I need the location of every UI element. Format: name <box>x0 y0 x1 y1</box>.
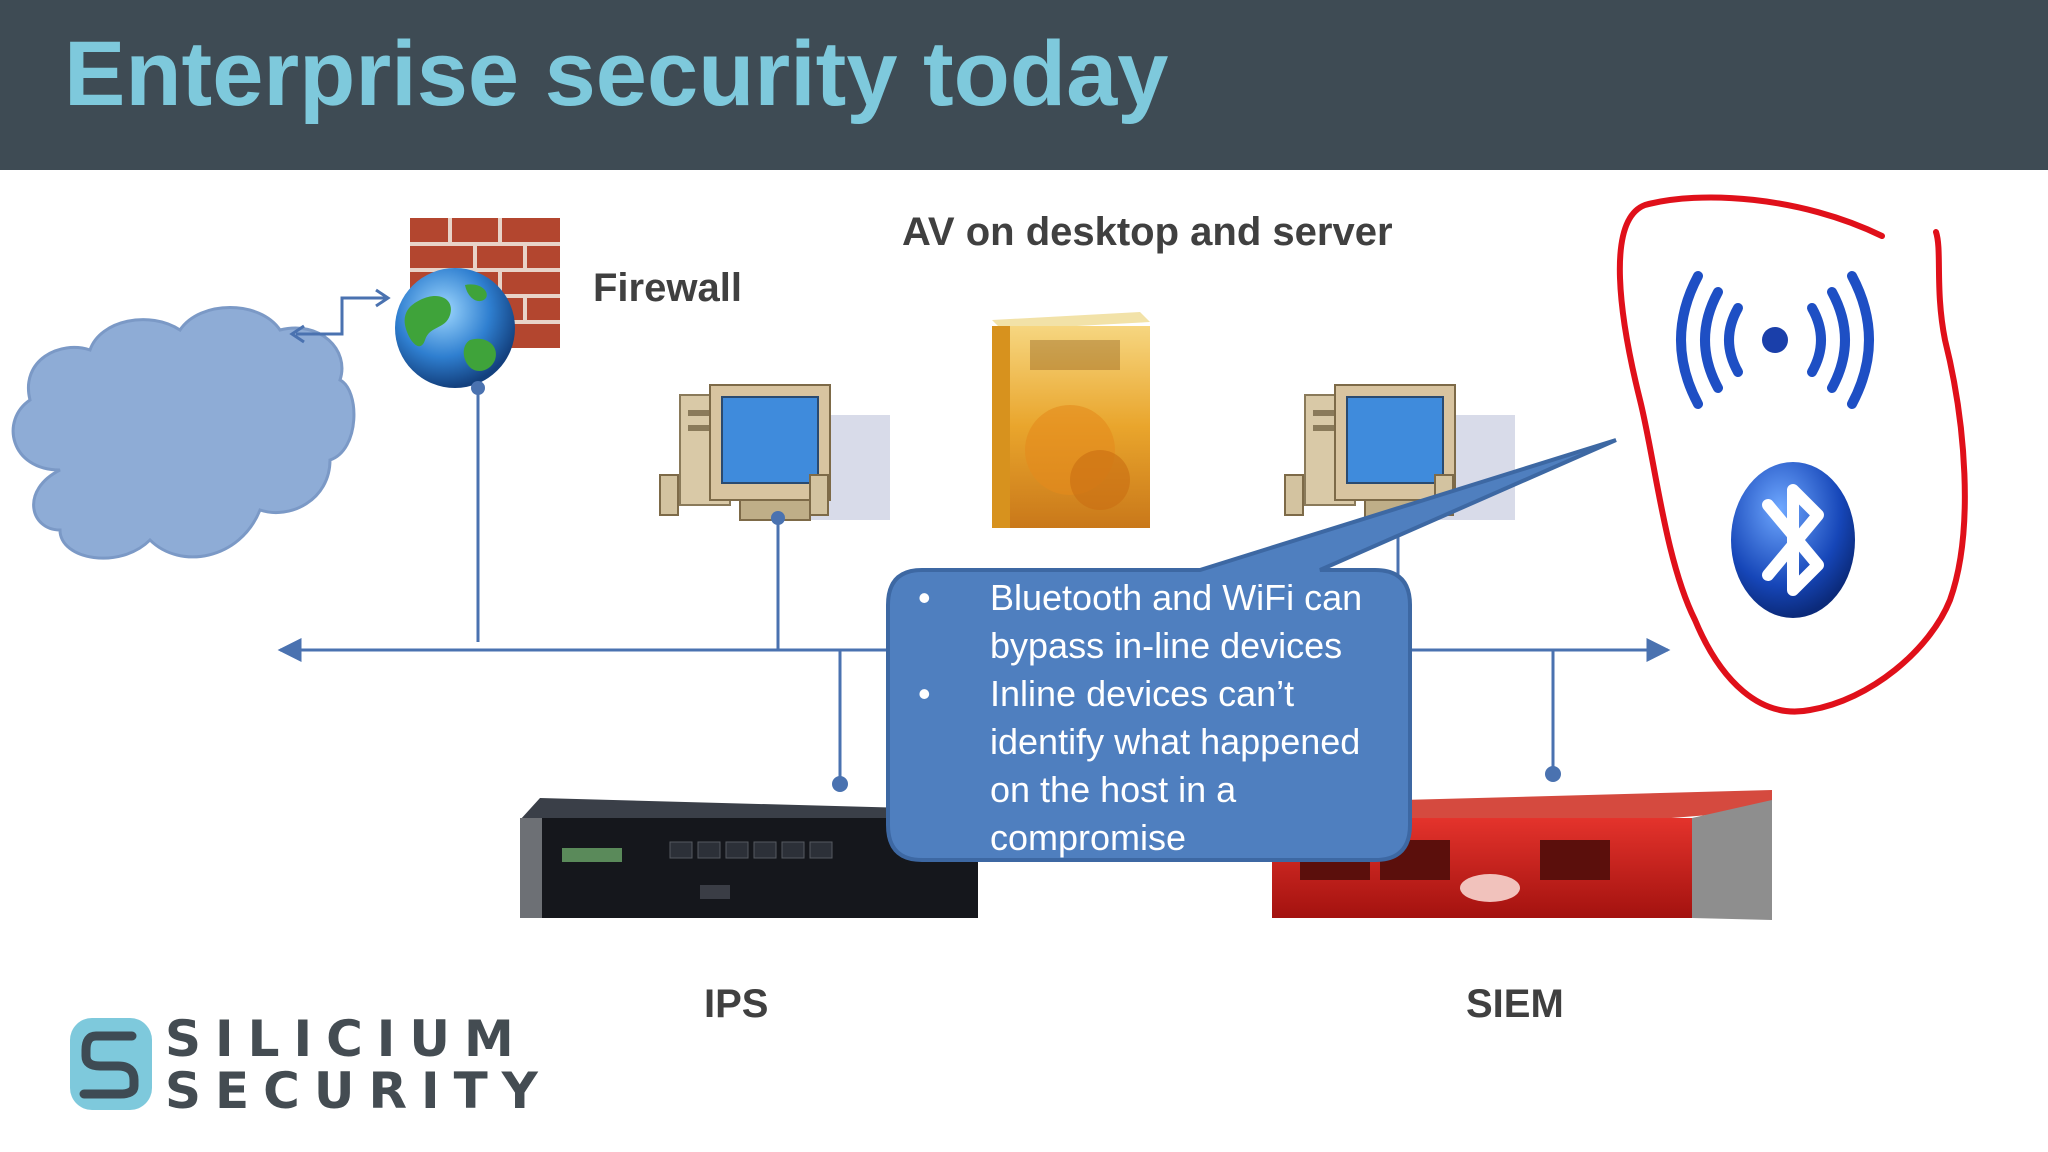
bluetooth-icon <box>1731 462 1855 618</box>
globe-icon <box>395 268 515 388</box>
callout-bullet-text: Bluetooth and WiFi can bypass in-line de… <box>990 577 1363 666</box>
firewall-label: Firewall <box>593 266 742 310</box>
ips-label: IPS <box>704 982 769 1026</box>
silicium-logo-icon <box>70 1018 152 1110</box>
callout-bullet-text: Inline devices can’t identify what happe… <box>990 673 1361 858</box>
callout-bullet-item: • Bluetooth and WiFi can bypass in-line d… <box>918 574 1388 670</box>
slide-title: Enterprise security today <box>64 23 1169 125</box>
software-box-icon <box>992 312 1150 528</box>
connection-points <box>471 381 1561 792</box>
desktop-computer-icon <box>659 384 890 521</box>
av-label: AV on desktop and server <box>902 210 1393 254</box>
callout-text: • Bluetooth and WiFi can bypass in-line d… <box>918 574 1388 862</box>
title-bar: Enterprise security today <box>0 0 2048 170</box>
siem-label: SIEM <box>1466 982 1564 1026</box>
bullet-marker: • <box>918 673 931 714</box>
callout-bullet-item: • Inline devices can’t identify what happ… <box>918 670 1388 862</box>
bullet-marker: • <box>918 577 931 618</box>
callout-bubble <box>886 438 1617 862</box>
logo-line-1: SILICIUM <box>165 1010 528 1068</box>
internet-link-icon <box>289 288 391 344</box>
logo-line-2: SECURITY <box>165 1062 552 1120</box>
cloud-icon <box>11 306 356 560</box>
wifi-icon <box>1676 271 1874 409</box>
highlight-circle <box>1616 194 1968 715</box>
